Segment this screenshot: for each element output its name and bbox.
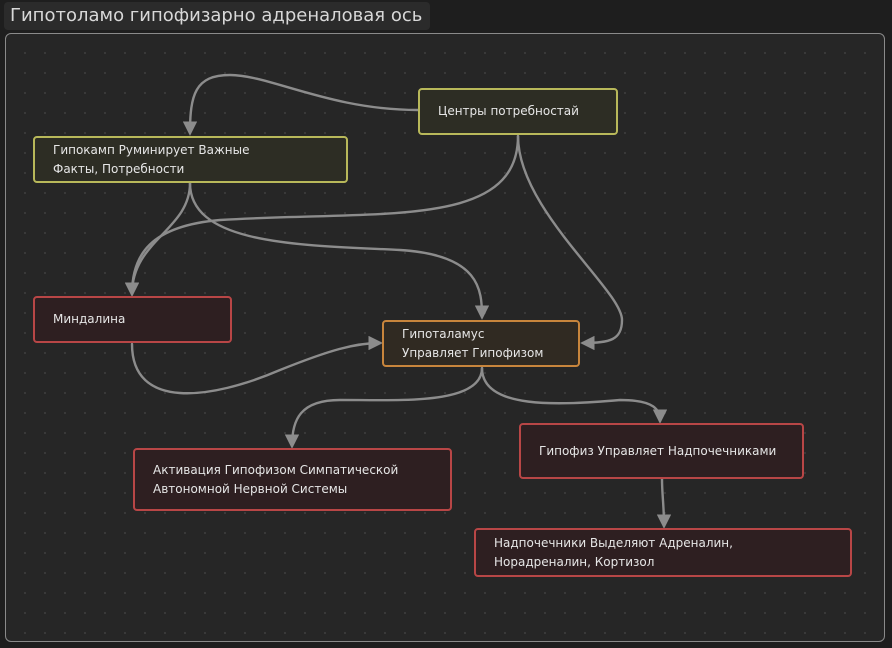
- diagram-title: Гипотоламо гипофизарно адреналовая ось: [4, 2, 431, 30]
- node-pituitary[interactable]: Гипофиз Управляет Надпочечниками: [519, 423, 804, 479]
- node-adrenal[interactable]: Надпочечники Выделяют Адреналин, Норадре…: [474, 528, 852, 577]
- node-amygdala[interactable]: Миндалина: [33, 296, 232, 343]
- node-centers-label: Центры потребностай: [438, 104, 579, 118]
- node-sympathetic-label: Активация Гипофизом Симпатической Автоно…: [153, 462, 399, 496]
- node-hypothalamus-label: Гипоталамус Управляет Гипофизом: [402, 326, 544, 360]
- node-hippocampus-label: Гипокамп Руминирует Важные Факты, Потреб…: [53, 142, 250, 176]
- node-hypothalamus[interactable]: Гипоталамус Управляет Гипофизом: [382, 320, 580, 367]
- node-centers[interactable]: Центры потребностай: [418, 88, 618, 135]
- node-pituitary-label: Гипофиз Управляет Надпочечниками: [539, 443, 777, 458]
- node-amygdala-label: Миндалина: [53, 312, 126, 326]
- node-adrenal-label: Надпочечники Выделяют Адреналин, Норадре…: [494, 535, 733, 569]
- node-hippocampus[interactable]: Гипокамп Руминирует Важные Факты, Потреб…: [33, 136, 348, 183]
- node-sympathetic[interactable]: Активация Гипофизом Симпатической Автоно…: [133, 448, 452, 511]
